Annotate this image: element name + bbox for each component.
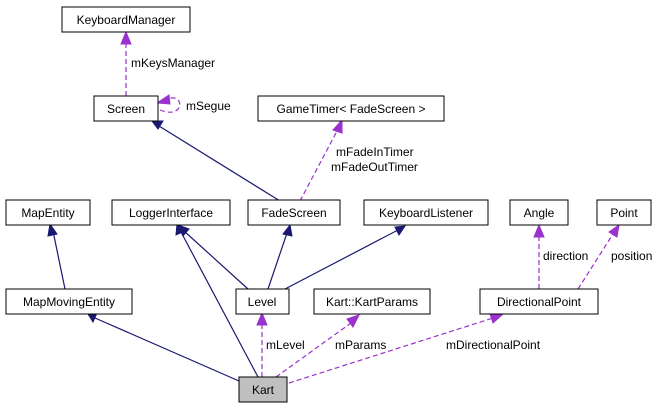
arrow-segue: [155, 94, 171, 105]
label-m-fade-out-timer: mFadeOutTimer: [331, 160, 418, 174]
edge-m-directional-point: [288, 317, 494, 384]
edge-segue: [159, 97, 181, 113]
arrow-position: [608, 223, 620, 238]
node-screen[interactable]: Screen: [93, 95, 159, 122]
node-label-angle: Angle: [524, 206, 555, 220]
edge-mapmoving-mapentity: [52, 230, 66, 290]
node-logger-interface[interactable]: LoggerInterface: [111, 199, 231, 226]
arrow-fade-timers: [332, 118, 343, 134]
edge-position: [577, 233, 614, 290]
node-label-map-entity: MapEntity: [21, 206, 74, 220]
node-level[interactable]: Level: [235, 288, 290, 315]
node-label-game-timer: GameTimer< FadeScreen >: [277, 102, 426, 116]
label-m-level: mLevel: [266, 338, 305, 352]
node-label-level: Level: [248, 295, 277, 309]
arrow-level-logger: [177, 224, 190, 237]
arrow-mapmoving-mapentity: [47, 222, 58, 237]
arrow-m-level: [256, 311, 268, 326]
node-kart-params[interactable]: Kart::KartParams: [313, 288, 431, 315]
node-label-screen: Screen: [107, 102, 145, 116]
arrow-direction: [533, 223, 545, 238]
label-m-keys-manager: mKeysManager: [131, 56, 215, 70]
arrow-m-params: [346, 314, 360, 328]
node-map-moving-entity[interactable]: MapMovingEntity: [5, 288, 133, 315]
node-keyboard-manager[interactable]: KeyboardManager: [61, 6, 191, 33]
node-kart[interactable]: Kart: [238, 376, 288, 403]
arrow-m-directional-point: [489, 313, 505, 324]
node-label-kart-params: Kart::KartParams: [326, 295, 418, 309]
edge-level-logger: [183, 230, 249, 290]
label-position: position: [611, 249, 652, 263]
node-label-keyboard-listener: KeyboardListener: [379, 206, 473, 220]
edge-kart-logger: [180, 231, 259, 378]
node-label-keyboard-manager: KeyboardManager: [77, 13, 176, 27]
node-label-point: Point: [610, 206, 638, 220]
node-map-entity[interactable]: MapEntity: [5, 199, 91, 226]
node-label-kart: Kart: [252, 383, 275, 397]
node-angle[interactable]: Angle: [509, 199, 569, 226]
edge-fadescreen-screen: [158, 125, 281, 202]
arrow-keys-manager: [120, 30, 132, 45]
node-game-timer[interactable]: GameTimer< FadeScreen >: [257, 95, 445, 122]
node-directional-point[interactable]: DirectionalPoint: [479, 288, 599, 315]
label-m-directional-point: mDirectionalPoint: [446, 338, 541, 352]
label-m-segue: mSegue: [186, 99, 231, 113]
edge-level-fadescreen: [267, 232, 288, 290]
node-label-logger-interface: LoggerInterface: [129, 206, 213, 220]
edge-level-keyboardlistener: [284, 229, 399, 290]
label-direction: direction: [543, 249, 588, 263]
node-label-fade-screen: FadeScreen: [261, 206, 326, 220]
arrow-level-keyboardlistener: [394, 225, 407, 236]
node-keyboard-listener[interactable]: KeyboardListener: [363, 199, 489, 226]
node-point[interactable]: Point: [596, 199, 652, 226]
edge-fade-timers: [299, 130, 338, 202]
label-m-fade-in-timer: mFadeInTimer: [336, 145, 414, 159]
node-label-map-moving-entity: MapMovingEntity: [23, 295, 115, 309]
node-label-directional-point: DirectionalPoint: [497, 295, 582, 309]
arrow-level-fadescreen: [282, 223, 293, 237]
edge-kart-mapmoving: [94, 317, 240, 382]
label-m-params: mParams: [335, 338, 386, 352]
node-fade-screen[interactable]: FadeScreen: [247, 199, 341, 226]
